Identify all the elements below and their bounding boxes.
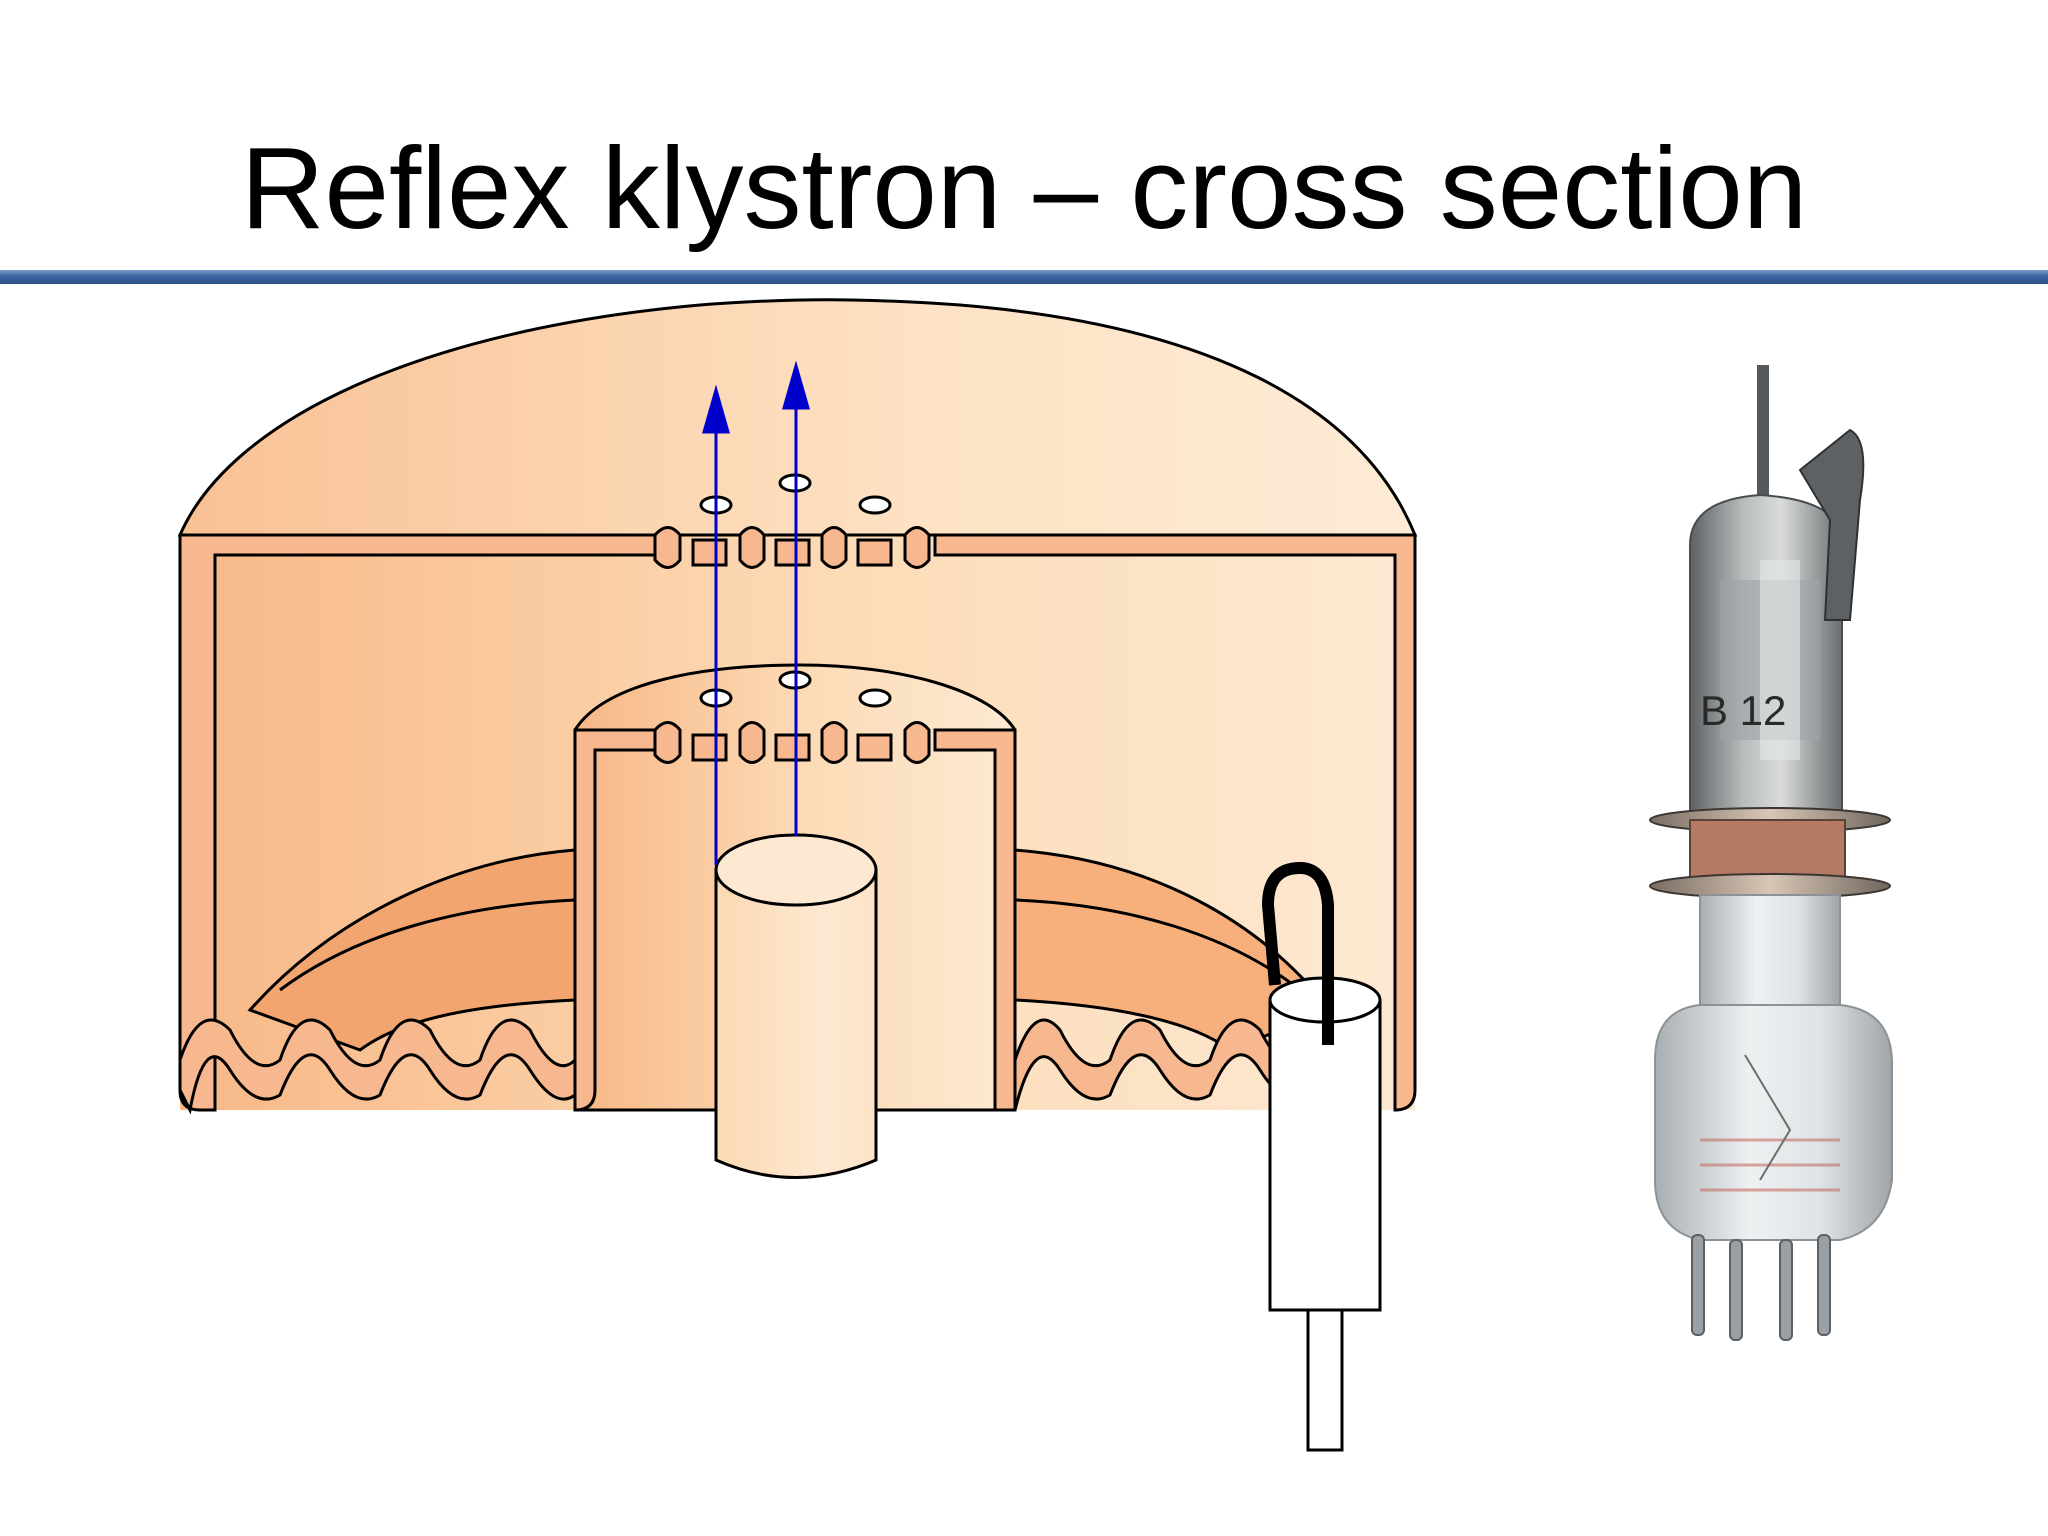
- klystron-photo: B 12: [1649, 365, 1893, 1341]
- title-rule: [0, 270, 2048, 284]
- cathode-cylinder: [714, 833, 878, 1179]
- floor-contour: [279, 898, 576, 992]
- beam-arrow-2: [782, 360, 810, 410]
- glass-bulb: [1654, 1004, 1893, 1241]
- lower-grid: [653, 721, 931, 764]
- klystron-cross-section: [177, 298, 1418, 1452]
- slide-title: Reflex klystron – cross section: [240, 123, 1808, 253]
- coupling-loop: [1261, 861, 1334, 1045]
- upper-grid: [653, 526, 931, 569]
- post-wall-left: [573, 728, 657, 1112]
- glass-neck: [1699, 894, 1841, 1011]
- electron-beam: [702, 360, 810, 865]
- beam-arrow-1: [702, 384, 730, 434]
- outer-wall-right: [933, 533, 1417, 1112]
- tube-marking: B 12: [1700, 687, 1786, 734]
- metal-tab: [1798, 428, 1865, 621]
- output-coupling: [1261, 861, 1382, 1452]
- post-wall-right: [933, 728, 1017, 1112]
- base-pins: [1691, 1234, 1831, 1341]
- copper-band: [1689, 819, 1846, 881]
- top-lead: [1757, 365, 1769, 515]
- bellows-left: [178, 1018, 577, 1115]
